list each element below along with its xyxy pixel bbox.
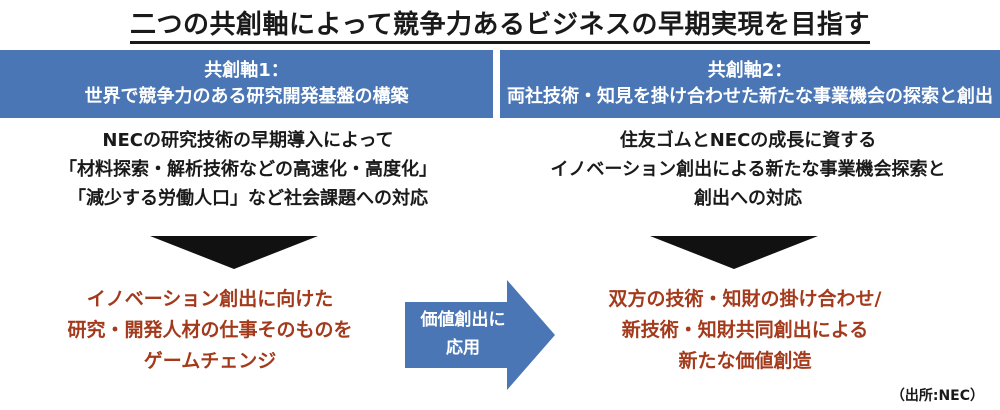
axis1-description-line: 「減少する労働人口」など社会課題への対応 [68, 188, 428, 209]
axis2-result: 双方の技術・知財の掛け合わせ/ 新技術・知財共同創出による 新たな価値創造 [565, 284, 925, 377]
axis2-result-line: 新たな価値創造 [678, 350, 812, 372]
axis2-result-line: 新技術・知財共同創出による [621, 319, 869, 341]
axis1-header: 共創軸1： 世界で競争力のある研究開発基盤の構築 [0, 50, 493, 118]
arrow-label-line: 価値創出に [420, 310, 506, 330]
axis1-description-line: 「材料探索・解析技術などの高速化・高度化」 [59, 159, 437, 180]
down-triangle-icon [650, 236, 818, 269]
axis1-result: イノベーション創出に向けた 研究・開発人材の仕事そのものを ゲームチェンジ [40, 284, 380, 377]
axis2-header: 共創軸2： 両社技術・知見を掛け合わせた新たな事業機会の探索と創出 [500, 50, 1000, 118]
arrow-label-line: 応用 [446, 338, 480, 358]
axis1-result-line: イノベーション創出に向けた [86, 288, 334, 310]
axis2-description-line: イノベーション創出による新たな事業機会探索と [550, 159, 946, 180]
source-note: （出所:NEC） [890, 388, 984, 404]
axis2-description: 住友ゴムとNECの成長に資する イノベーション創出による新たな事業機会探索と 創… [508, 126, 988, 213]
axis1-result-line: ゲームチェンジ [143, 350, 277, 372]
axis1-description-line: NECの研究技術の早期導入によって [102, 130, 394, 151]
axis1-subtitle: 世界で競争力のある研究開発基盤の構築 [84, 86, 409, 107]
axis2-subtitle: 両社技術・知見を掛け合わせた新たな事業機会の探索と創出 [507, 86, 993, 107]
axis2-description-line: 創出への対応 [694, 188, 802, 209]
arrow-label: 価値創出に 応用 [405, 306, 521, 362]
axis1-result-line: 研究・開発人材の仕事そのものを [67, 319, 353, 341]
page-title-text: 二つの共創軸によって競争力あるビジネスの早期実現を目指す [130, 10, 870, 44]
right-arrow-icon [405, 280, 555, 390]
axis1-heading: 共創軸1： [204, 60, 289, 81]
down-triangle-icon [150, 236, 318, 269]
axis2-result-line: 双方の技術・知財の掛け合わせ/ [608, 288, 882, 310]
axis1-description: NECの研究技術の早期導入によって 「材料探索・解析技術などの高速化・高度化」 … [8, 126, 488, 213]
axis2-heading: 共創軸2： [707, 60, 793, 81]
axis2-description-line: 住友ゴムとNECの成長に資する [619, 130, 877, 151]
page-title: 二つの共創軸によって競争力あるビジネスの早期実現を目指す [0, 4, 1000, 44]
